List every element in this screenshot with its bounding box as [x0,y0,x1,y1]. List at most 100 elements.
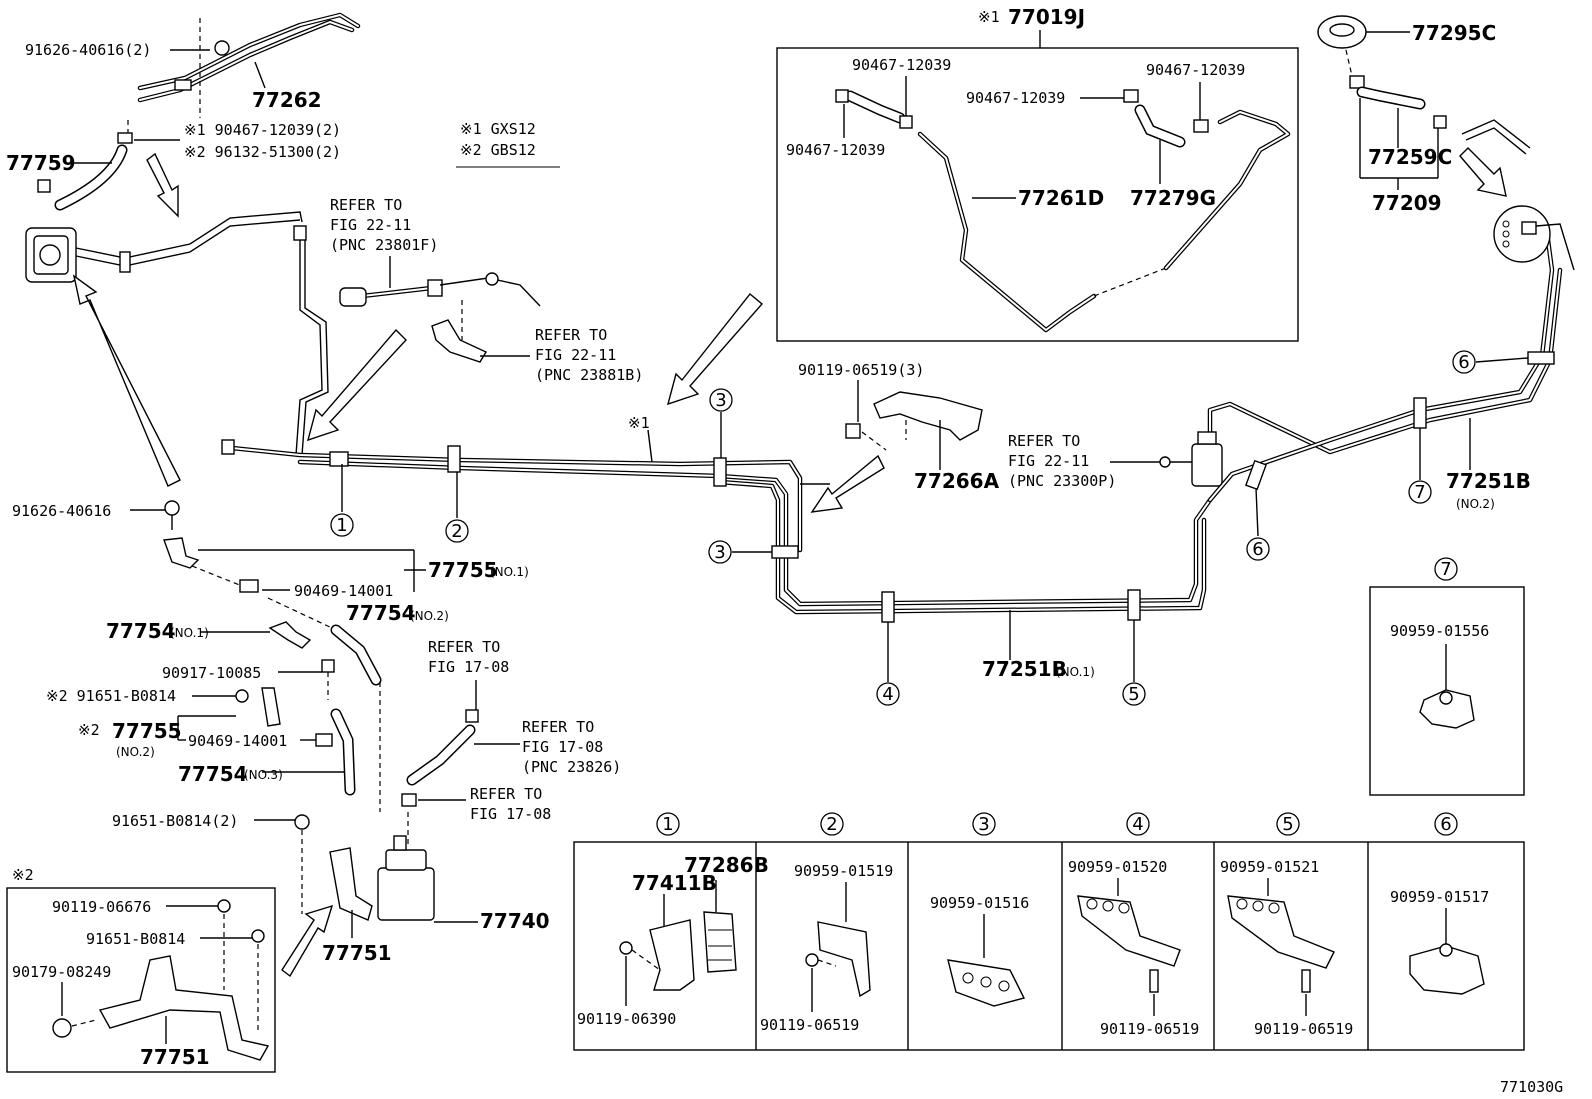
refer-5-l3: (PNC 23826) [522,758,621,776]
panel-6-callout [1434,812,1458,836]
panel-4-part-b: 90119-06519 [1100,1020,1199,1038]
inset-77019j: ※1 77019J 90467-12039 90467-12039 90467-… [776,5,1299,342]
svg-text:5: 5 [1128,684,1139,705]
panel-2-part-a: 90959-01519 [794,862,893,880]
panel-4-callout [1126,812,1150,836]
panel-4-clamp-icon [1077,895,1181,967]
panels-frame [573,841,1525,1051]
panel-1-bracket-icon [649,919,695,991]
bracket-77266a-icon [873,391,983,441]
fuel-filter-icon [1191,443,1223,487]
label-hose-77759: 77759 [6,151,76,175]
direction-arrow [1459,147,1507,197]
callout-6a [1246,537,1270,561]
svg-text:3: 3 [715,390,726,411]
callout-3a [709,388,733,412]
clip-icon [239,579,259,593]
label-bolt-b0814: ※2 91651-B0814 [46,687,176,705]
inset-7-frame [1369,586,1525,796]
label-hose-no3-sub: (NO.3) [244,768,283,782]
line-end-fitting [221,439,235,455]
label-bracket-bolts: 90119-06519(3) [798,361,924,379]
label-assy-77209: 77209 [1372,191,1442,215]
panel-3-callout [972,812,996,836]
label-hose-no1-sub: (NO.1) [170,626,209,640]
label-clip-90469-a: 90469-14001 [294,582,393,600]
svg-text:7: 7 [1414,482,1425,503]
refer-2-l3: (PNC 23881B) [535,366,643,384]
refer-6-l2: FIG 17-08 [470,805,551,823]
inset-hose-77279g: 77279G [1130,186,1216,210]
label-clamp-no2-prefix: ※2 [78,721,100,739]
label-hose-no1: 77754 [106,619,176,643]
svg-text:2: 2 [826,814,837,835]
inset-clip-c: 90467-12039 [966,89,1065,107]
inset-x2-bolt-a: 90119-06676 [52,898,151,916]
inset-clip-b: 90467-12039 [786,141,885,159]
panel-1-callout [656,812,680,836]
canister-77740-icon [377,867,435,921]
figure-id: 771030G [1500,1078,1563,1096]
label-clamp-no2: 77755 [112,719,182,743]
bolt-icon [164,500,180,516]
hose-clip-icon [117,132,133,144]
panel-5-clamp-icon [1227,895,1335,969]
clamp-77755-icon [163,537,200,569]
refer-1-l2: FIG 22-11 [330,216,411,234]
pointer-arrow-b [666,293,763,406]
inset-x2-bolt-b: 91651-B0814 [86,930,185,948]
inset-x2-title: ※2 [12,866,34,884]
callout-2 [445,519,469,543]
refer-2-l2: FIG 22-11 [535,346,616,364]
svg-text:6: 6 [1440,814,1451,835]
label-cap-77295c: 77295C [1412,21,1496,45]
label-hose-77259c: 77259C [1368,145,1452,169]
refer-2-l1: REFER TO [535,326,607,344]
svg-text:3: 3 [714,542,725,563]
pointer-arrow-c [810,454,885,513]
inset-x2-frame [6,887,276,1073]
refer-note-3: REFER TO FIG 22-11 (PNC 23300P) [1008,432,1160,490]
inset-7-part: 90959-01556 [1390,622,1489,640]
inset-clip-d: 90467-12039 [1146,61,1245,79]
svg-text:6: 6 [1252,539,1263,560]
label-union: 90917-10085 [162,664,261,682]
bracket-icon [431,319,488,363]
main-fuel-lines: 1 2 3 3 4 5 6 6 7 77251B (NO.1) 77251B (… [221,237,1563,706]
inset-7-callout [1434,557,1458,581]
bracket-77751-icon [329,847,373,921]
label-bolt-91626: 91626-40616 [12,502,111,520]
svg-text:4: 4 [882,684,893,705]
callout-1 [330,513,354,537]
panel-1-part-b: 77411B [632,871,717,895]
inset-clip-a: 90467-12039 [852,56,951,74]
refer-3-l1: REFER TO [1008,432,1080,450]
bottom-panels: 1 77286B 77411B 90119-06390 2 90959-0151… [573,812,1525,1051]
callout-7 [1408,480,1432,504]
label-tube-no2-sub: (NO.2) [1456,497,1495,511]
refer-1-l1: REFER TO [330,196,402,214]
inset-77019j-prefix: ※1 [978,8,1000,26]
inset-x2-nut: 90179-08249 [12,963,111,981]
label-bracket: 77266A [914,469,1000,493]
inset-x2-bracket: 77751 [140,1045,210,1069]
refer-1-l3: (PNC 23801F) [330,236,438,254]
refer-4-l2: FIG 17-08 [428,658,509,676]
bracket-77751-icon [98,955,270,1061]
legend-note-1: ※1 GXS12 [460,120,536,138]
bolt-icon [214,40,230,56]
panel-5-part-a: 90959-01521 [1220,858,1319,876]
label-canister-77740: 77740 [480,909,550,933]
label-tube-no2: 77251B [1446,469,1531,493]
label-bolt-ref: 91626-40616(2) [25,41,151,59]
svg-text:5: 5 [1282,814,1293,835]
panel-1-part-a: 77286B [684,853,769,877]
panel-2-part-b: 90119-06519 [760,1016,859,1034]
svg-text:1: 1 [662,814,673,835]
bracket-77266a-group: 90119-06519(3) 77266A [798,361,1000,493]
legend-note-2: ※2 GBS12 [460,141,536,159]
panel-3-part-a: 90959-01516 [930,894,1029,912]
panel-5-part-b: 90119-06519 [1254,1020,1353,1038]
left-parts: 91626-40616 77755 (NO.1) 90469-14001 777… [12,500,621,978]
